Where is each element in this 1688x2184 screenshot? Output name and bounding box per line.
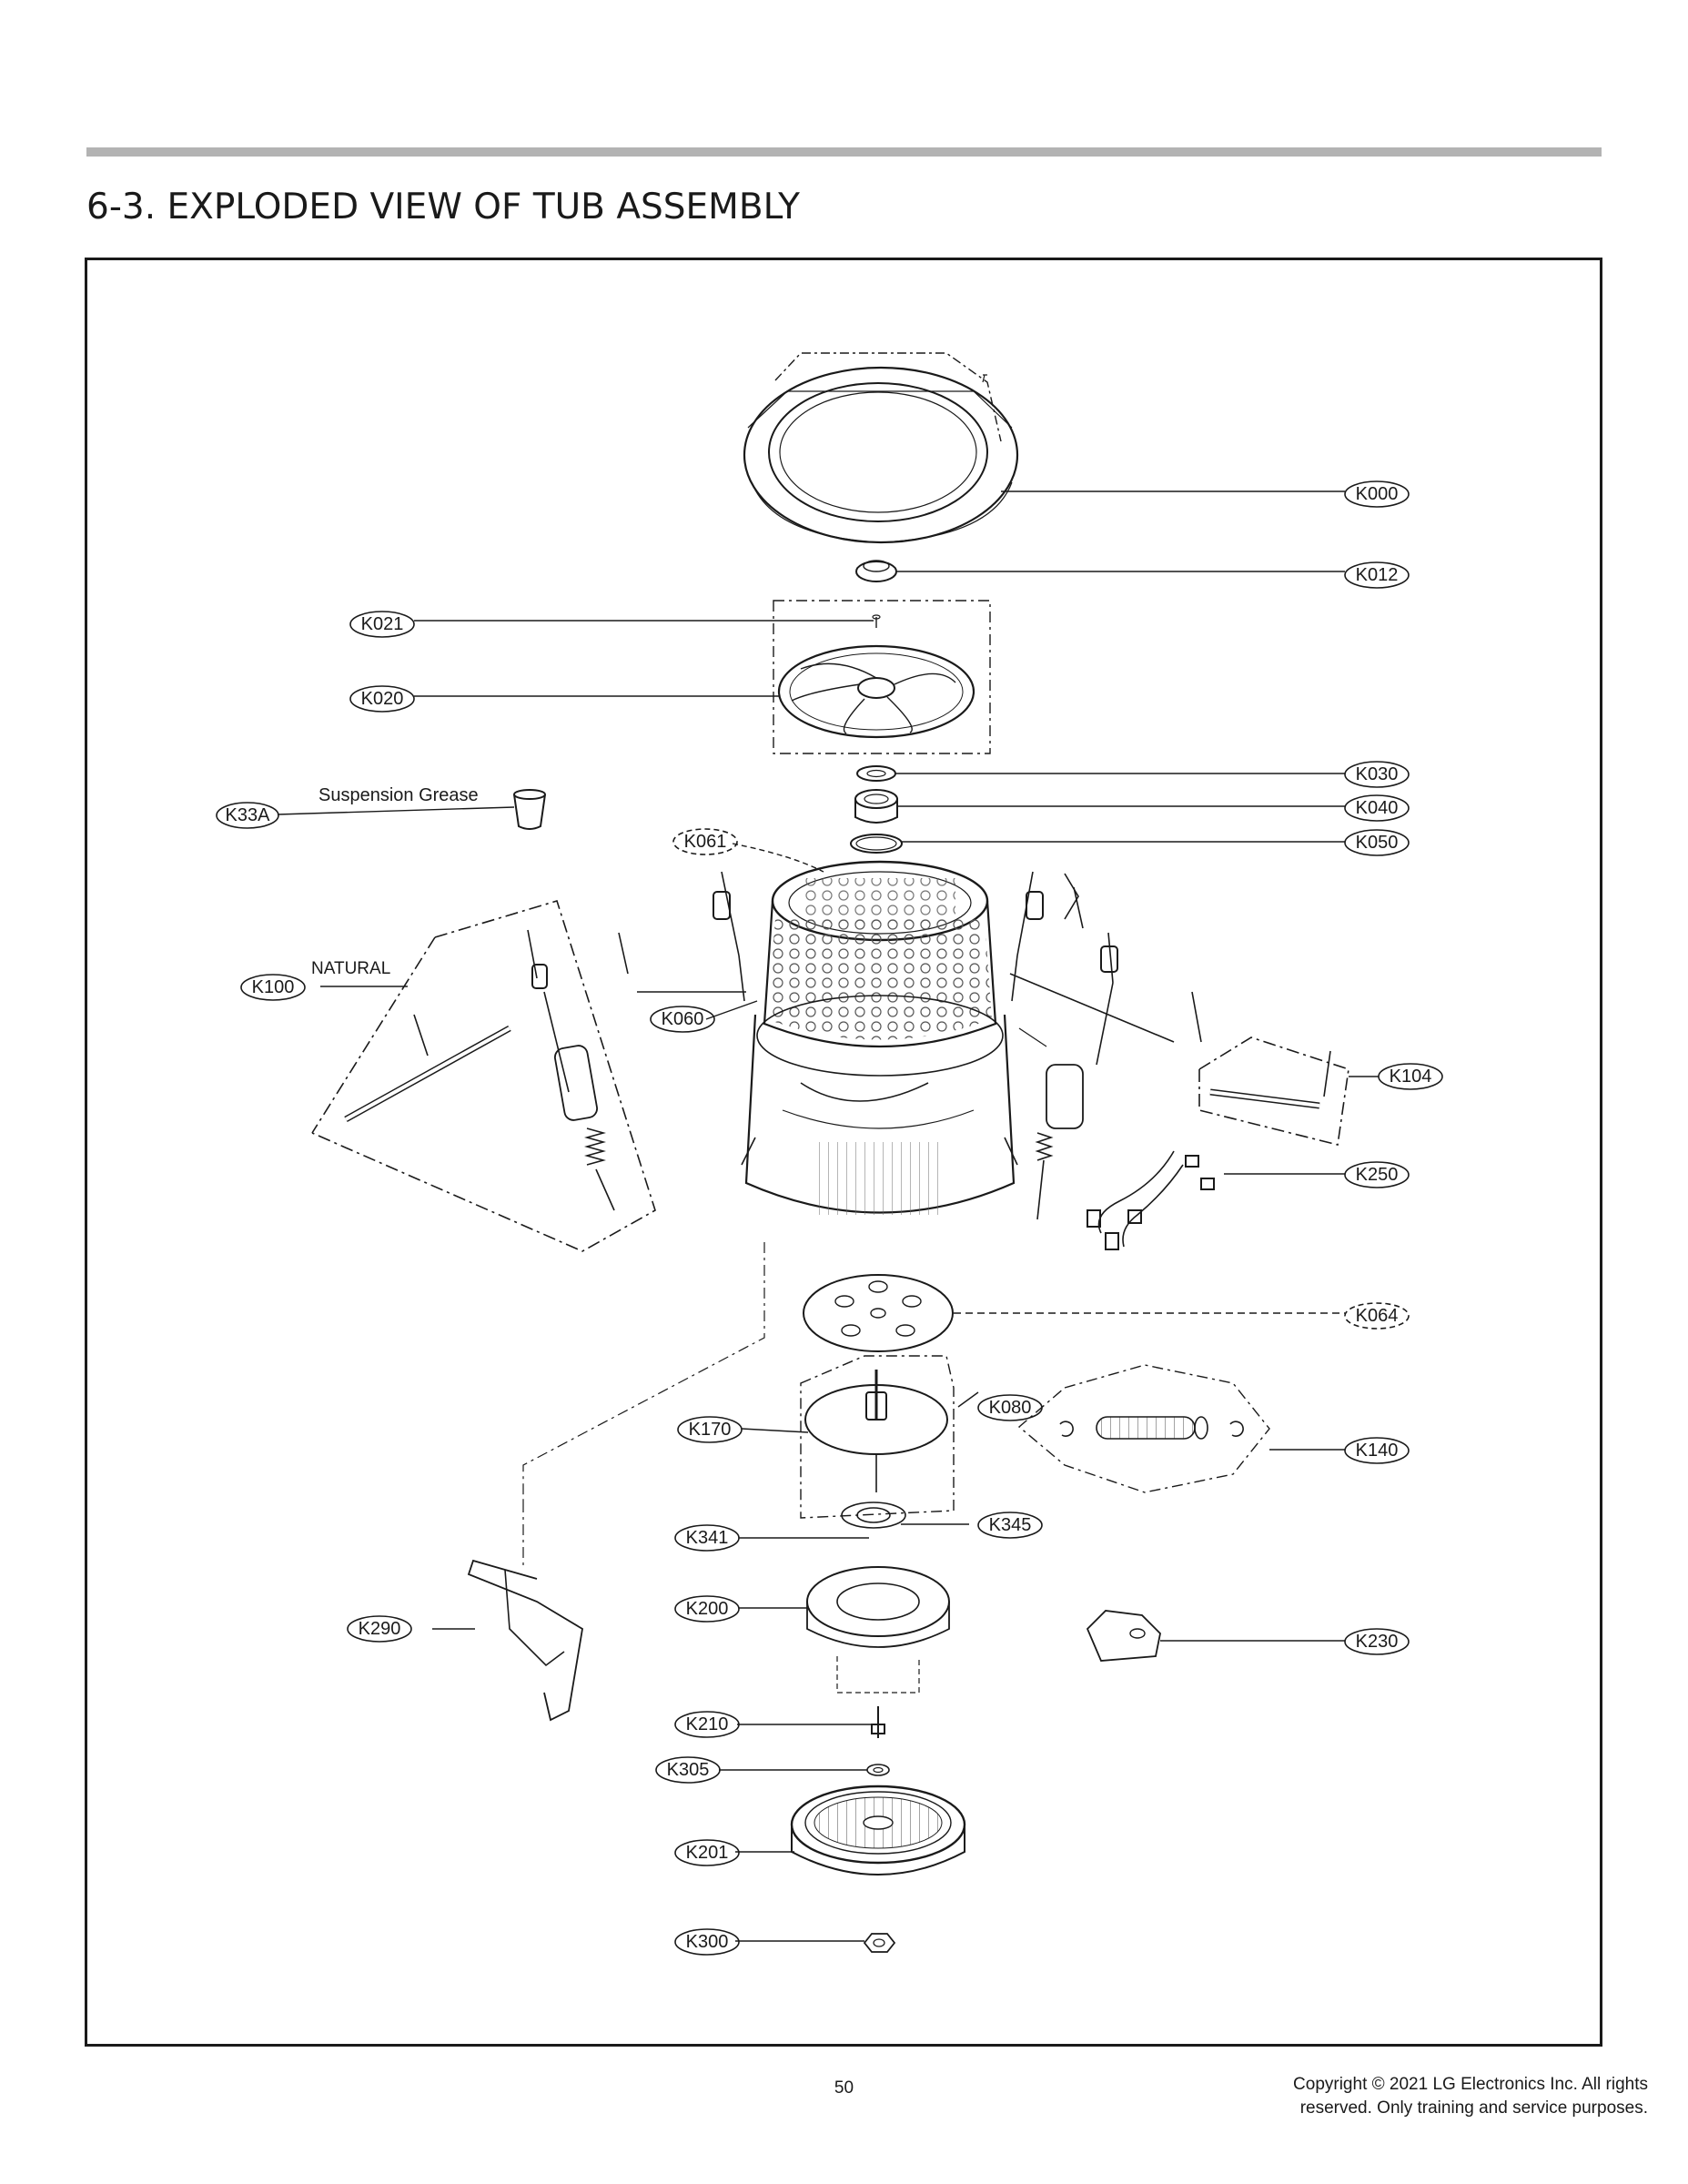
callout-k000: K000: [1356, 484, 1399, 504]
callout-k080: K080: [989, 1398, 1032, 1418]
drain-hose-part: [1059, 1416, 1244, 1440]
callout-k030: K030: [1356, 764, 1399, 784]
suspension-grease-note: Suspension Grease: [318, 785, 479, 805]
callout-k300: K300: [686, 1932, 729, 1952]
callout-k170: K170: [689, 1420, 732, 1440]
callout-k040: K040: [1356, 798, 1399, 818]
bolt-part: [871, 1706, 885, 1738]
washer-part: [866, 1764, 890, 1776]
copyright-notice: Copyright © 2021 LG Electronics Inc. All…: [1293, 2073, 1648, 2120]
callout-k064: K064: [1356, 1306, 1399, 1326]
page-title: 6-3. EXPLODED VIEW OF TUB ASSEMBLY: [86, 187, 800, 228]
rotor-part: [790, 1785, 966, 1876]
callout-k060: K060: [662, 1009, 704, 1029]
callout-k341: K341: [686, 1528, 729, 1548]
hose-group-box: [1017, 1364, 1270, 1493]
bearing-housing-part: [854, 789, 898, 824]
nut-part: [863, 1933, 896, 1953]
clutch-part: [804, 1370, 948, 1529]
callout-k33a: K33A: [226, 805, 271, 825]
stator-part: [806, 1566, 950, 1694]
callout-k050: K050: [1356, 833, 1399, 853]
callout-k140: K140: [1356, 1441, 1399, 1461]
callout-k021: K021: [361, 614, 404, 634]
copyright-line-2: reserved. Only training and service purp…: [1299, 2098, 1648, 2118]
hall-sensor-part: [1086, 1610, 1161, 1662]
callout-k345: K345: [989, 1515, 1032, 1535]
callout-k061: K061: [684, 832, 727, 852]
k100-group-box: [311, 900, 656, 1252]
leader-lines: [277, 490, 1379, 1942]
k012-part: [855, 560, 897, 582]
pulsator-group-box: [773, 600, 991, 754]
grease-jar-part: [513, 789, 546, 830]
suspension-rods-part: [618, 871, 1202, 1220]
callout-k020: K020: [361, 689, 404, 709]
wire-harness-part: [1087, 1150, 1215, 1250]
tub-cover-part: [743, 352, 1019, 544]
callout-k104: K104: [1390, 1067, 1432, 1087]
callout-k210: K210: [686, 1714, 729, 1734]
basket-part: [741, 860, 1018, 1215]
callout-k290: K290: [359, 1619, 401, 1639]
bracket-part: [467, 1559, 583, 1722]
callout-k250: K250: [1356, 1165, 1399, 1185]
callout-k200: K200: [686, 1599, 729, 1619]
callout-k201: K201: [686, 1843, 729, 1863]
damper-part: [1209, 1050, 1331, 1109]
callout-k230: K230: [1356, 1632, 1399, 1652]
callout-ovals: [216, 480, 1443, 1956]
header-rule: [86, 147, 1602, 157]
callout-k012: K012: [1356, 565, 1399, 585]
seal-ring-part: [856, 765, 896, 782]
page-number: 50: [834, 2078, 854, 2098]
suspension-assembly-left-part: [344, 929, 615, 1211]
o-ring-part: [850, 834, 903, 854]
callout-k100: K100: [252, 977, 295, 997]
copyright-line-1: Copyright © 2021 LG Electronics Inc. All…: [1293, 2075, 1648, 2094]
callout-k305: K305: [667, 1760, 710, 1780]
natural-note: NATURAL: [311, 959, 390, 978]
clutch-group-box: [800, 1355, 955, 1519]
plate-part: [803, 1274, 954, 1352]
diagram-frame: [85, 258, 1602, 2047]
pulsator-part: [777, 614, 975, 739]
